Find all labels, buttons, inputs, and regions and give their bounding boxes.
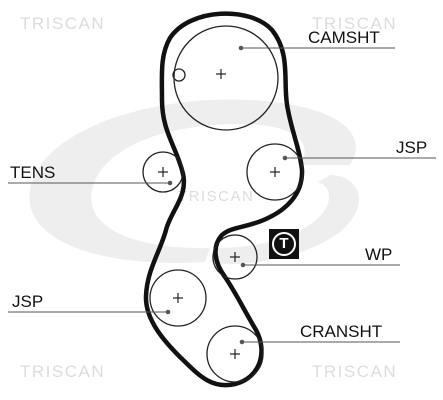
crankshaft-pulley [206,325,264,383]
lower-jockey-pulley [149,269,207,327]
label-crankshaft: CRANSHT [300,322,383,341]
watermark-bottom-right: TRISCAN [312,362,398,381]
tensioner-symbol: T [272,232,296,256]
camshaft-center-mark [216,69,226,79]
watermark-bottom-left: TRISCAN [20,362,106,381]
tensioner-symbol-box: T [269,229,299,259]
gates-logo-icon [29,99,359,265]
leader-crankshaft-dot [239,339,245,345]
label-camshaft: CAMSHT [308,28,380,47]
label-jsp-upper: JSP [396,138,428,157]
lower-jockey-center-mark [173,293,183,303]
leader-camshaft-dot [238,45,244,51]
upper-jockey-center-mark [270,167,280,177]
watermark-top-left: TRISCAN [20,14,106,33]
camshaft-pulley [173,25,279,131]
watermark-top-right: TRISCAN [312,14,398,33]
label-water-pump: WP [365,245,393,264]
timing-belt [143,11,305,388]
leader-lower-jockey-dot [165,309,171,315]
label-tensioner: TENS [10,163,56,182]
watermark-center: TRISCAN [178,188,255,205]
tensioner-center-mark [158,167,168,177]
water-pump-pulley [212,234,258,280]
leader-tensioner-dot [167,180,173,186]
upper-jockey-pulley [246,143,304,201]
water-pump-center-mark [230,252,240,262]
camshaft-timing-hole [172,68,186,82]
crankshaft-center-mark [230,349,240,359]
label-jsp-lower: JSP [12,292,44,311]
tensioner-pulley [142,151,184,193]
leader-water-pump-dot [240,262,246,268]
leader-upper-jockey-dot [282,155,288,161]
